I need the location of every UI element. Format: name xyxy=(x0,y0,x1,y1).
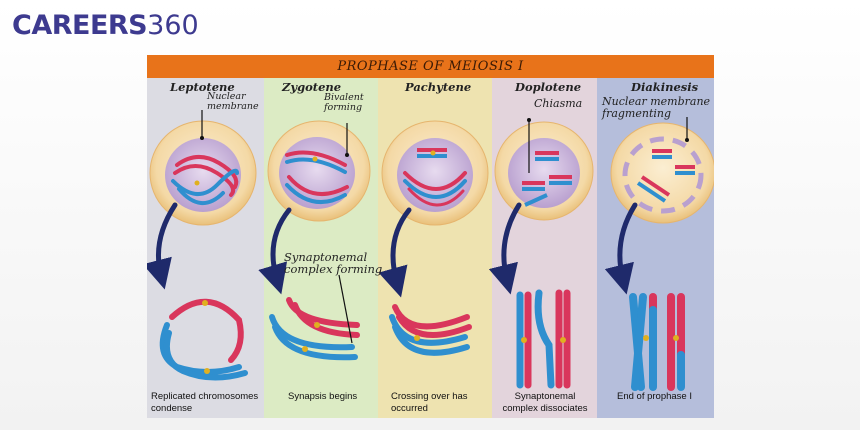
label-bivalent-forming: Bivalent forming xyxy=(324,92,364,113)
caption-leptotene: Replicated chromosomes condense xyxy=(151,391,259,414)
stage-zygotene-name: Zygotene xyxy=(282,80,342,94)
caption-diplotene: Synaptonemal complex dissociates xyxy=(502,391,588,414)
figure-title: PROPHASE OF MEIOSIS I xyxy=(147,55,714,78)
leptotene-cell xyxy=(149,110,257,226)
synaptonemal-pointer xyxy=(338,274,353,344)
diakinesis-cell xyxy=(610,117,714,224)
brand-logo: CAREERS360 xyxy=(12,10,199,41)
caption-zygotene: Synapsis begins xyxy=(288,391,358,402)
chromosome-drawings xyxy=(159,289,685,391)
stage-leptotene-name: Leptotene xyxy=(170,80,235,94)
zygotene-cell xyxy=(267,120,371,222)
meiosis-figure: PROPHASE OF MEIOSIS I xyxy=(147,55,714,418)
label-nuclear-membrane: Nuclear membrane xyxy=(207,91,259,112)
stage-arrows xyxy=(147,202,638,298)
stage-diplotene-name: Doplotene xyxy=(515,80,582,94)
stage-illustrations xyxy=(147,110,714,391)
diplotene-cell xyxy=(494,118,594,221)
label-synaptonemal-complex-forming: Synaptonemal complex forming xyxy=(284,250,383,277)
label-nuclear-membrane-fragmenting: Nuclear membrane fragmenting xyxy=(602,95,711,120)
caption-pachytene: Crossing over has occurred xyxy=(391,391,468,414)
stage-pachytene-name: Pachytene xyxy=(405,80,472,94)
stage-diakinesis-name: Diakinesis xyxy=(631,80,699,94)
pachytene-cell xyxy=(381,120,489,226)
caption-diakinesis: End of prophase I xyxy=(617,391,692,402)
label-chiasma: Chiasma xyxy=(534,97,583,110)
